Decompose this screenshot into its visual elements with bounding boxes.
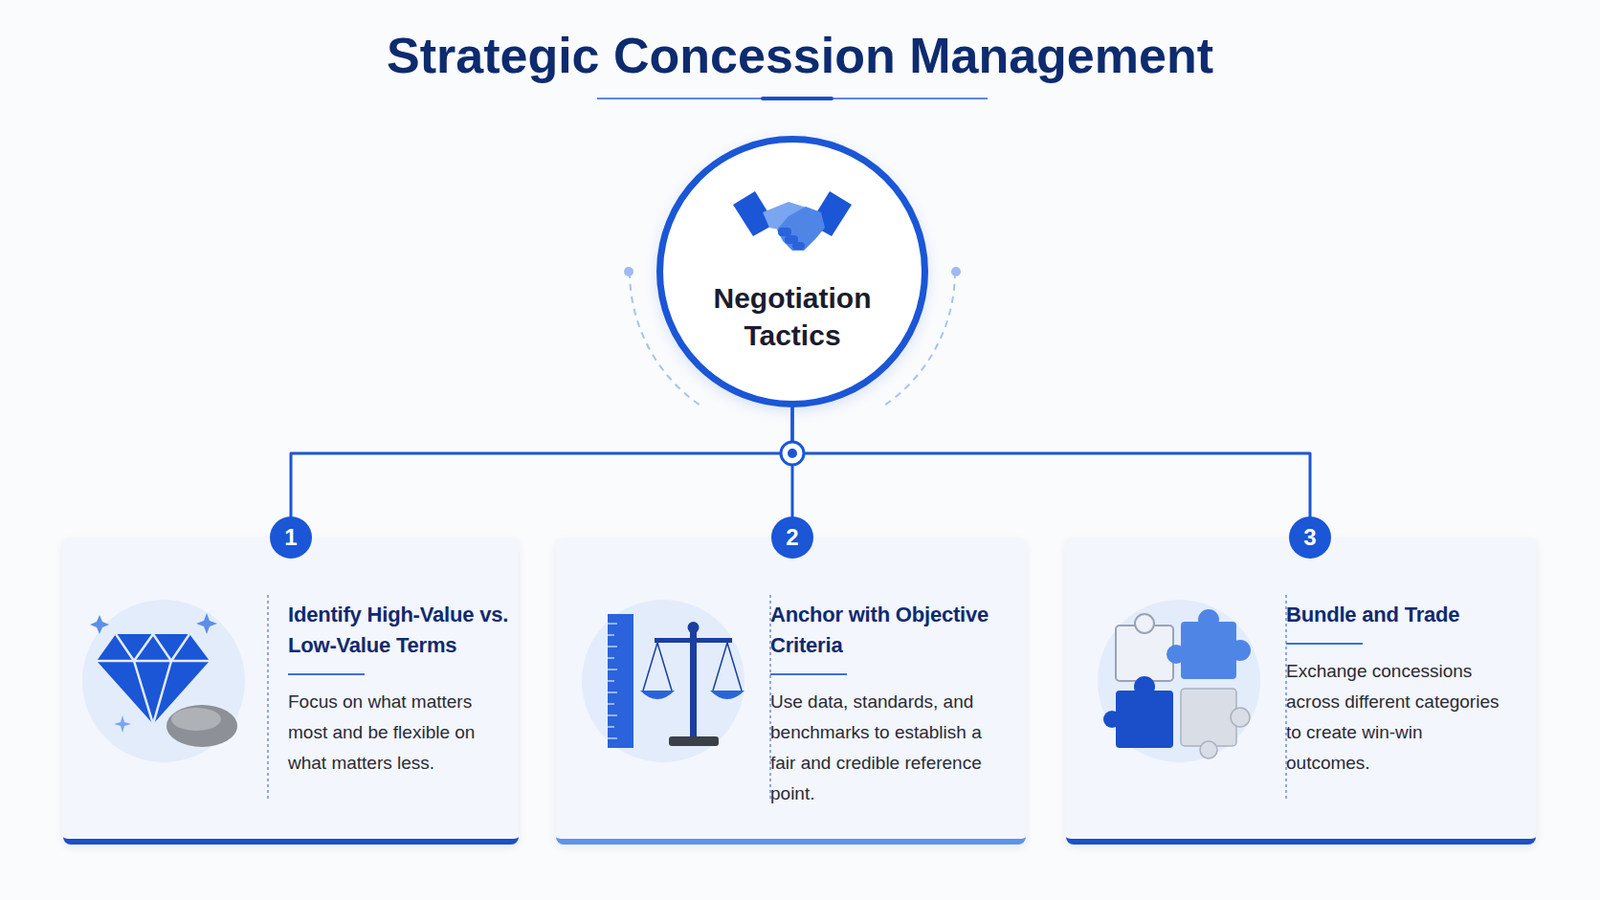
- diamond-icon: [89, 613, 238, 748]
- callout-number: 3: [1288, 516, 1332, 559]
- ruler-body: [607, 614, 634, 749]
- scale-beam: [654, 638, 733, 644]
- connector-line: [290, 407, 793, 538]
- puzzle-knob: [1133, 676, 1156, 698]
- finger: [792, 242, 805, 250]
- hub-circle: Negotiation Tactics: [656, 135, 929, 408]
- scale-pole: [689, 631, 697, 739]
- card-heading: Identify High-Value vs. Low-Value Terms: [288, 600, 513, 662]
- callout-number: 1: [269, 516, 312, 559]
- card-heading: Anchor with Objective Criteria: [770, 600, 1000, 662]
- puzzle-knob: [1166, 644, 1186, 665]
- finger: [777, 227, 792, 237]
- card-content: Bundle and TradeExchange concessions acr…: [1286, 600, 1507, 779]
- icon-backdrop: [82, 600, 245, 763]
- ruler-ticks: [607, 623, 618, 739]
- heading-rule: [288, 673, 365, 676]
- title-rule-accent: [762, 96, 832, 101]
- hand: [762, 201, 822, 230]
- puzzle-knob: [1103, 711, 1121, 729]
- puzzle-knob: [1229, 640, 1251, 662]
- orbit-arc: [629, 271, 704, 408]
- junction-marker: [780, 442, 804, 466]
- scale-icon: [607, 614, 745, 749]
- tactic-card: Anchor with Objective CriteriaUse data, …: [555, 537, 1026, 845]
- diamond-shape: [96, 634, 210, 725]
- orbit-dot: [951, 266, 961, 277]
- card-divider: [769, 595, 772, 801]
- scale-base: [668, 736, 719, 747]
- card-body: Exchange concessions across different ca…: [1286, 656, 1507, 779]
- sparkle: [113, 715, 132, 734]
- puzzle-knob: [1230, 708, 1250, 728]
- orbit-dot: [623, 266, 634, 277]
- connector-line: [792, 407, 1311, 538]
- tactic-card: Identify High-Value vs. Low-Value TermsF…: [63, 537, 519, 845]
- icon-backdrop: [1097, 600, 1261, 763]
- orbit-arc: [881, 271, 956, 408]
- tactic-card: Bundle and TradeExchange concessions acr…: [1066, 537, 1536, 845]
- diamond-facet: [133, 661, 172, 725]
- icon-backdrop: [581, 600, 745, 763]
- handshake-icon: [733, 191, 852, 251]
- stone-shape: [166, 705, 238, 748]
- diamond-facet: [115, 634, 190, 662]
- hub-label: Negotiation Tactics: [696, 279, 889, 355]
- puzzle-knob: [1200, 741, 1218, 759]
- diagram-title: Strategic Concession Management: [0, 22, 1600, 89]
- sleeve-cuff: [733, 191, 776, 237]
- card-body: Focus on what matters most and be flexib…: [288, 687, 513, 779]
- heading-rule: [1286, 643, 1363, 645]
- scale-strings: [643, 643, 742, 691]
- scale-pivot: [688, 622, 700, 634]
- puzzle-knob: [1134, 614, 1155, 634]
- scale-pan: [640, 690, 675, 700]
- card-content: Identify High-Value vs. Low-Value TermsF…: [288, 600, 513, 779]
- card-heading: Bundle and Trade: [1286, 600, 1507, 631]
- callout-number: 2: [771, 516, 814, 559]
- junction-dot: [787, 448, 798, 459]
- card-divider: [1285, 595, 1288, 801]
- finger: [784, 235, 799, 245]
- puzzle-piece: [1115, 690, 1174, 749]
- sparkle: [89, 615, 110, 635]
- card-divider: [266, 595, 269, 801]
- puzzle-piece: [1180, 622, 1237, 680]
- title-rule: [597, 97, 988, 100]
- puzzle-piece: [1180, 688, 1237, 747]
- puzzle-knob: [1198, 609, 1220, 631]
- card-body: Use data, standards, and benchmarks to e…: [770, 687, 1000, 810]
- puzzle-icon: [1103, 609, 1251, 759]
- sleeve-cuff: [809, 191, 852, 237]
- sparkle: [196, 613, 218, 635]
- stone-highlight: [171, 708, 222, 732]
- card-content: Anchor with Objective CriteriaUse data, …: [770, 600, 1000, 810]
- heading-rule: [770, 673, 847, 676]
- puzzle-piece: [1115, 625, 1174, 682]
- scale-pan: [710, 690, 745, 700]
- diamond-facet: [96, 660, 210, 664]
- hand: [777, 206, 825, 251]
